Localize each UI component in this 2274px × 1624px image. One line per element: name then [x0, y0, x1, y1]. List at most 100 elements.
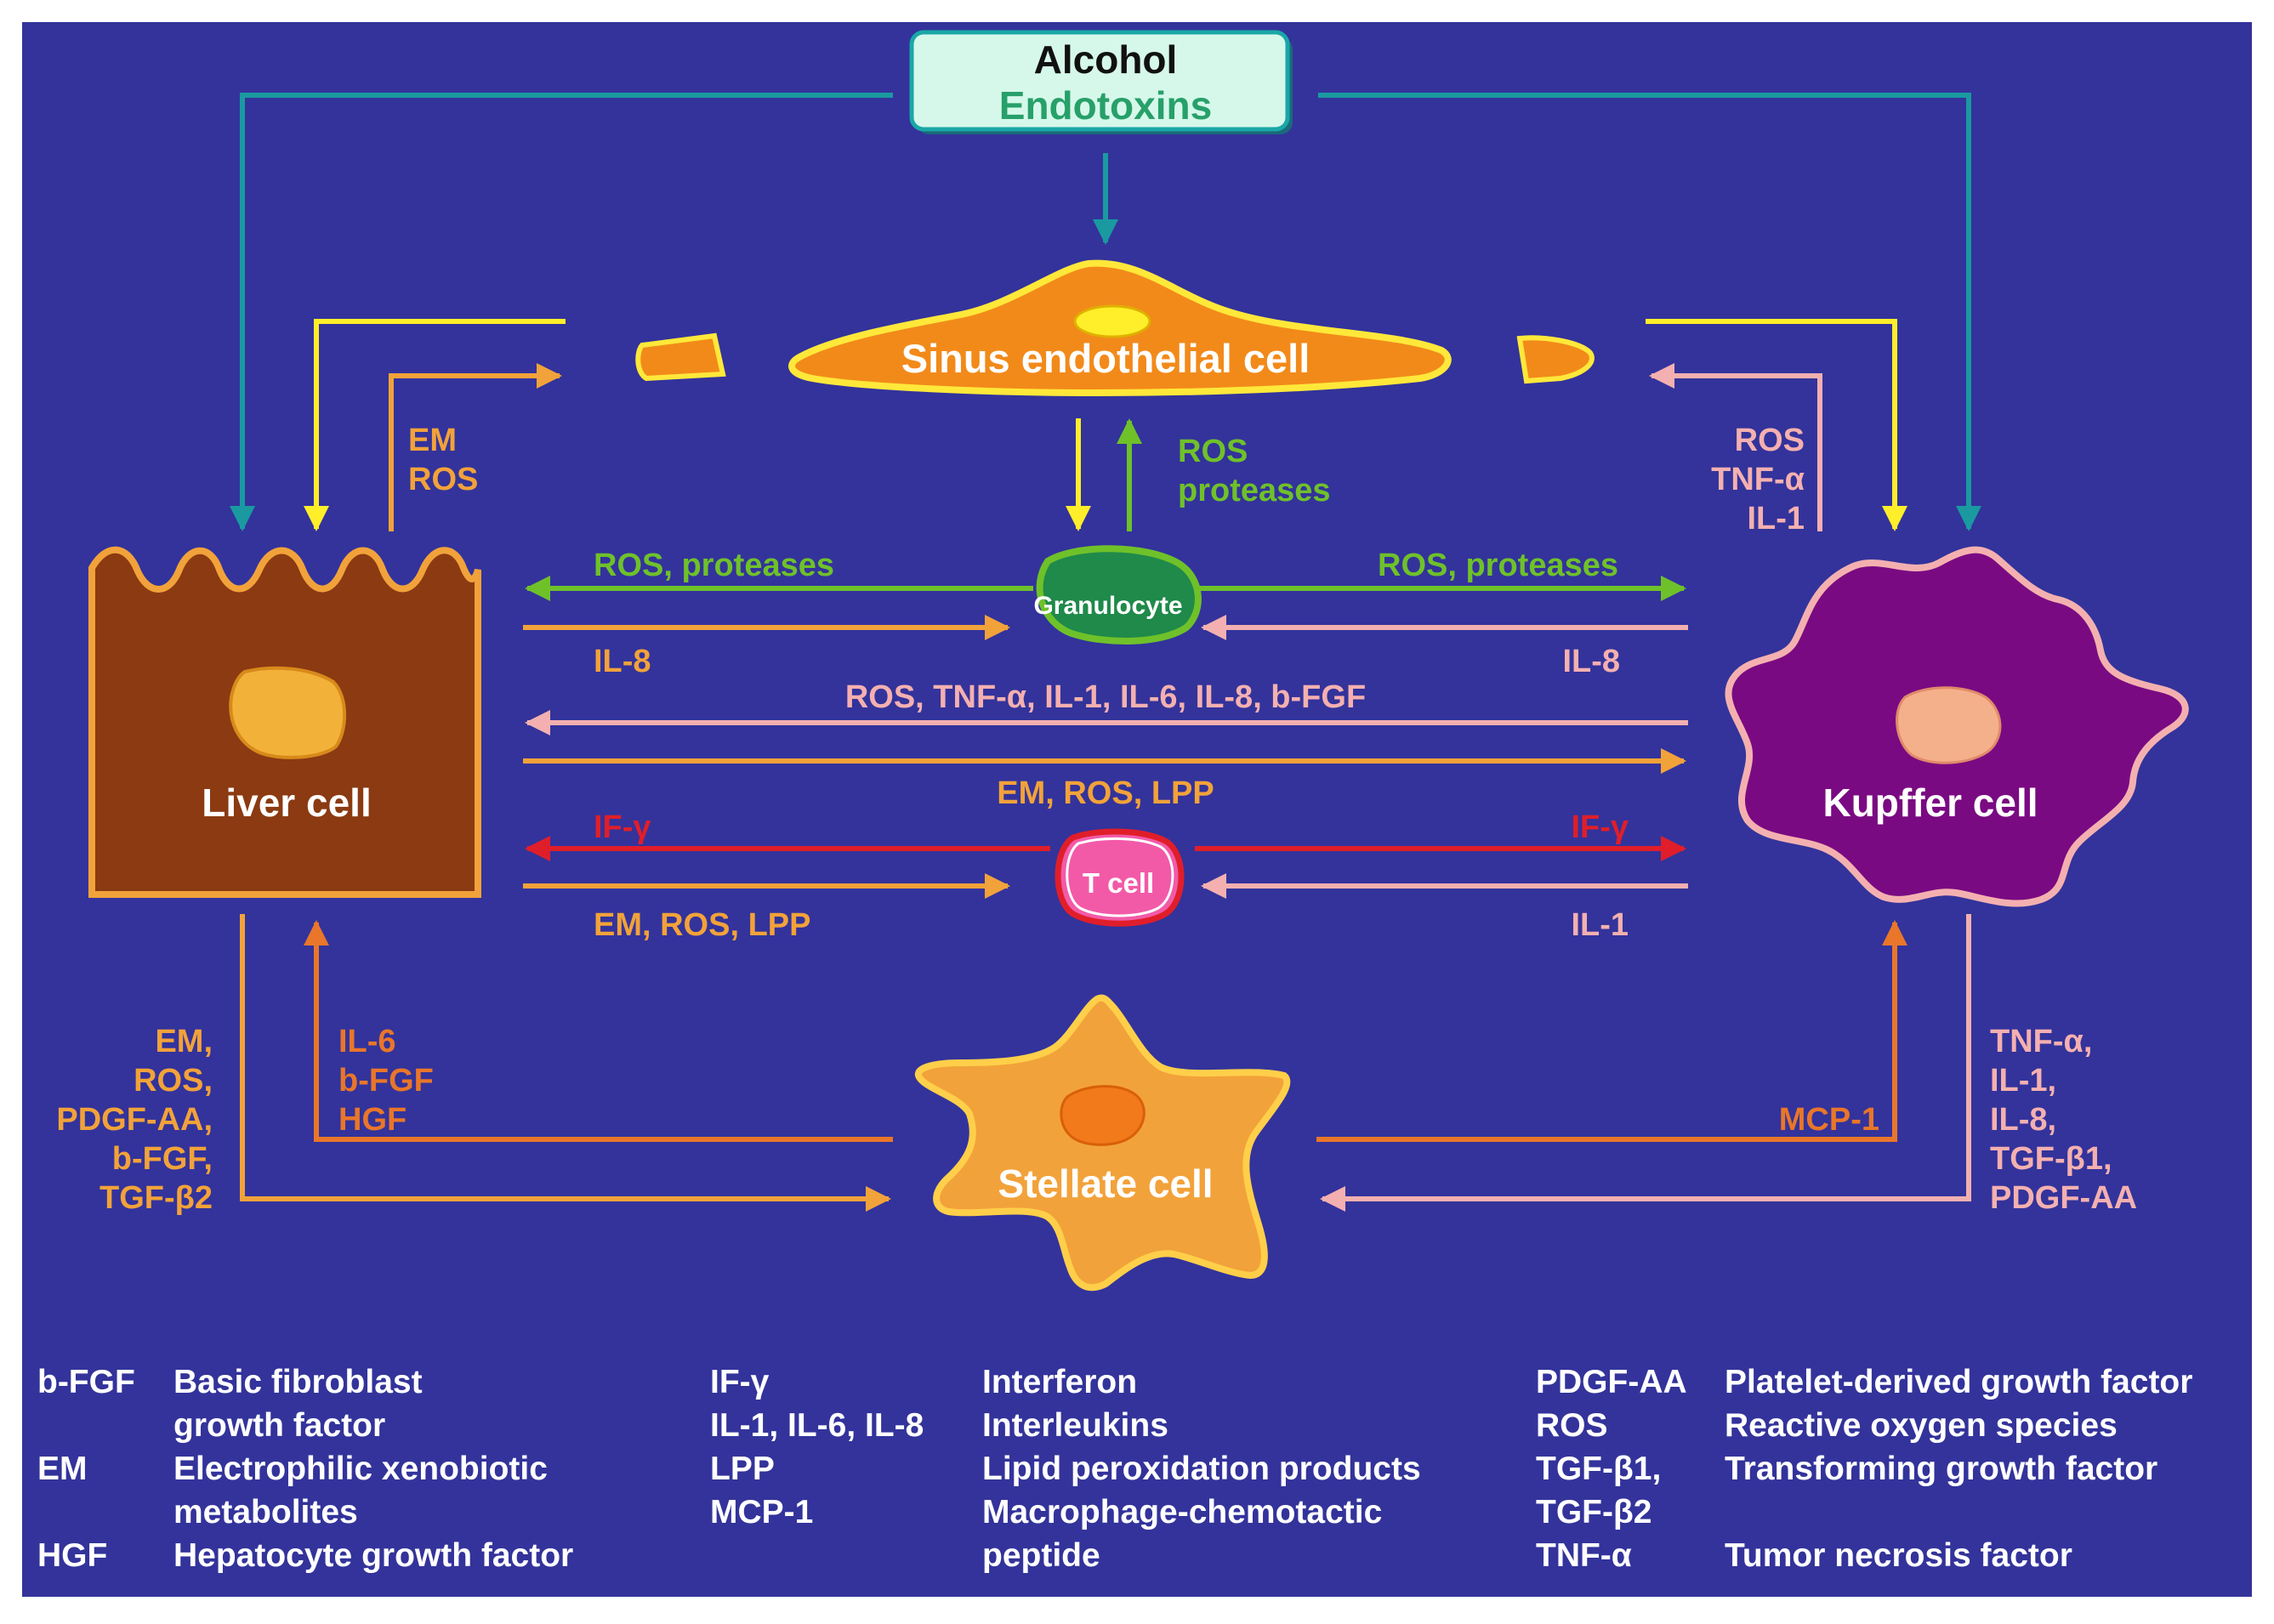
source-box [909, 30, 1290, 132]
legend-abbr: LPP [710, 1451, 775, 1487]
kupffer-cell [1725, 546, 2189, 907]
legend-row: peptide [710, 1534, 1421, 1577]
label-kts-1: IL-1, [1990, 1063, 2056, 1099]
legend-row: LPP Lipid peroxidation products [710, 1447, 1421, 1491]
label-il1-kupffer: IL-1 [1747, 501, 1805, 537]
legend-column-3: PDGF-AA Platelet-derived growth factor RO… [1536, 1360, 2192, 1577]
label-ros-proteases-left: ROS, proteases [594, 548, 834, 583]
arrow-stellate-to-kupffer [1316, 920, 1907, 1142]
endothelial-fragment-right [1516, 335, 1595, 384]
legend-row: metabolites [37, 1491, 573, 1534]
legend-abbr [37, 1491, 173, 1534]
legend-row: b-FGF Basic fibroblast [37, 1360, 573, 1404]
label-kts-3: TGF-β1, [1990, 1141, 2112, 1177]
legend-abbr: HGF [37, 1537, 108, 1574]
label-stl-1: b-FGF [338, 1063, 434, 1099]
label-mcp1: MCP-1 [1779, 1102, 1879, 1138]
label-lts-2: PDGF-AA, [56, 1102, 213, 1138]
label-kupffer-to-liver: ROS, TNF-α, IL-1, IL-6, IL-8, b-FGF [845, 679, 1366, 715]
label-if-gamma-right: IF-γ [1571, 809, 1629, 845]
arrow-liver-to-endothelial [389, 363, 562, 531]
legend-def: Hepatocyte growth factor [173, 1537, 574, 1574]
label-if-gamma-left: IF-γ [594, 809, 651, 845]
legend-def: Electrophilic xenobiotic [173, 1451, 548, 1487]
legend-abbr: TNF-α [1536, 1537, 1632, 1574]
label-kts-2: IL-8, [1990, 1102, 2056, 1138]
stellate-cell [915, 994, 1291, 1292]
endotoxins-label: Endotoxins [999, 83, 1212, 128]
label-stl-2: HGF [338, 1102, 406, 1138]
legend-def: Interleukins [982, 1407, 1168, 1444]
alcohol-label: Alcohol [1034, 37, 1178, 82]
label-em: EM [408, 423, 457, 458]
legend-row: HGF Hepatocyte growth factor [37, 1534, 573, 1577]
label-il8-left: IL-8 [594, 644, 651, 679]
label-lts-1: ROS, [134, 1063, 213, 1099]
legend-def: peptide [982, 1537, 1100, 1574]
label-tnf-kupffer: TNF-α [1711, 462, 1805, 497]
arrow-kupffer-to-stellate [1320, 914, 1971, 1212]
legend-abbr: IL-1, IL-6, IL-8 [710, 1407, 924, 1444]
label-lts-4: TGF-β2 [99, 1180, 213, 1216]
legend-def: Macrophage-chemotactic [982, 1494, 1383, 1530]
liver-cell-label: Liver cell [202, 781, 371, 825]
label-em-ros-lpp-tcell: EM, ROS, LPP [594, 907, 810, 943]
label-proteases-endothelial: proteases [1178, 473, 1331, 508]
legend-def: Tumor necrosis factor [1725, 1537, 2072, 1574]
legend-def: metabolites [173, 1494, 358, 1530]
granulocyte [1036, 545, 1202, 644]
endothelial-fragment-left [635, 332, 726, 382]
arrow-endothelial-to-liver [304, 319, 566, 531]
legend-row: TGF-β2 [1536, 1491, 2192, 1534]
legend-def: Platelet-derived growth factor [1725, 1364, 2193, 1400]
arrow-stellate-to-liver [304, 920, 893, 1142]
legend-abbr: TGF-β1, [1536, 1451, 1662, 1487]
label-lts-0: EM, [155, 1024, 213, 1059]
legend-row: MCP-1 Macrophage-chemotactic [710, 1491, 1421, 1534]
legend-abbr: ROS [1536, 1407, 1608, 1444]
liver-cell [88, 546, 481, 898]
legend-abbr [37, 1404, 173, 1447]
t-cell [1055, 828, 1185, 927]
arrow-kupffer-to-endothelial [1649, 363, 1822, 531]
label-liver-to-kupffer: EM, ROS, LPP [997, 775, 1214, 811]
legend-def: Reactive oxygen species [1725, 1407, 2118, 1444]
arrow-liver-to-stellate [240, 914, 891, 1212]
label-il8-right: IL-8 [1562, 644, 1620, 679]
legend-column-1: b-FGF Basic fibroblast growth factor EM El… [37, 1360, 573, 1577]
t-cell-label: T cell [1083, 867, 1154, 899]
legend-row: growth factor [37, 1404, 573, 1447]
legend-row: ROS Reactive oxygen species [1536, 1404, 2192, 1447]
label-kts-0: TNF-α, [1990, 1024, 2092, 1059]
granulocyte-label: Granulocyte [1033, 592, 1182, 620]
label-ros: ROS [408, 462, 478, 497]
arrow-endothelial-to-kupffer [1646, 319, 1907, 531]
arrow-toxins-to-kupffer [1318, 93, 1981, 531]
legend-abbr: b-FGF [37, 1364, 135, 1400]
legend-def: growth factor [173, 1407, 386, 1444]
legend-row: EM Electrophilic xenobiotic [37, 1447, 573, 1491]
sinus-endothelial-cell [635, 259, 1595, 397]
label-lts-3: b-FGF, [112, 1141, 213, 1177]
label-ros-endothelial: ROS [1178, 434, 1248, 469]
label-ros-proteases-right: ROS, proteases [1378, 548, 1618, 583]
legend-abbr [710, 1534, 982, 1577]
legend-def: Transforming growth factor [1725, 1451, 2158, 1487]
legend-abbr: EM [37, 1451, 88, 1487]
legend-row: TNF-α Tumor necrosis factor [1536, 1534, 2192, 1577]
legend-def: Lipid peroxidation products [982, 1451, 1421, 1487]
legend-abbr: PDGF-AA [1536, 1364, 1687, 1400]
arrow-toxins-to-liver [230, 93, 893, 531]
legend-abbr: MCP-1 [710, 1494, 814, 1530]
label-ros-kupffer: ROS [1735, 423, 1805, 458]
legend-row: PDGF-AA Platelet-derived growth factor [1536, 1360, 2192, 1404]
legend-abbr: TGF-β2 [1536, 1494, 1652, 1530]
legend-abbr: IF-γ [710, 1364, 770, 1400]
legend-def: Basic fibroblast [173, 1364, 423, 1400]
kupffer-cell-label: Kupffer cell [1822, 781, 2038, 825]
legend-row: IL-1, IL-6, IL-8 Interleukins [710, 1404, 1421, 1447]
